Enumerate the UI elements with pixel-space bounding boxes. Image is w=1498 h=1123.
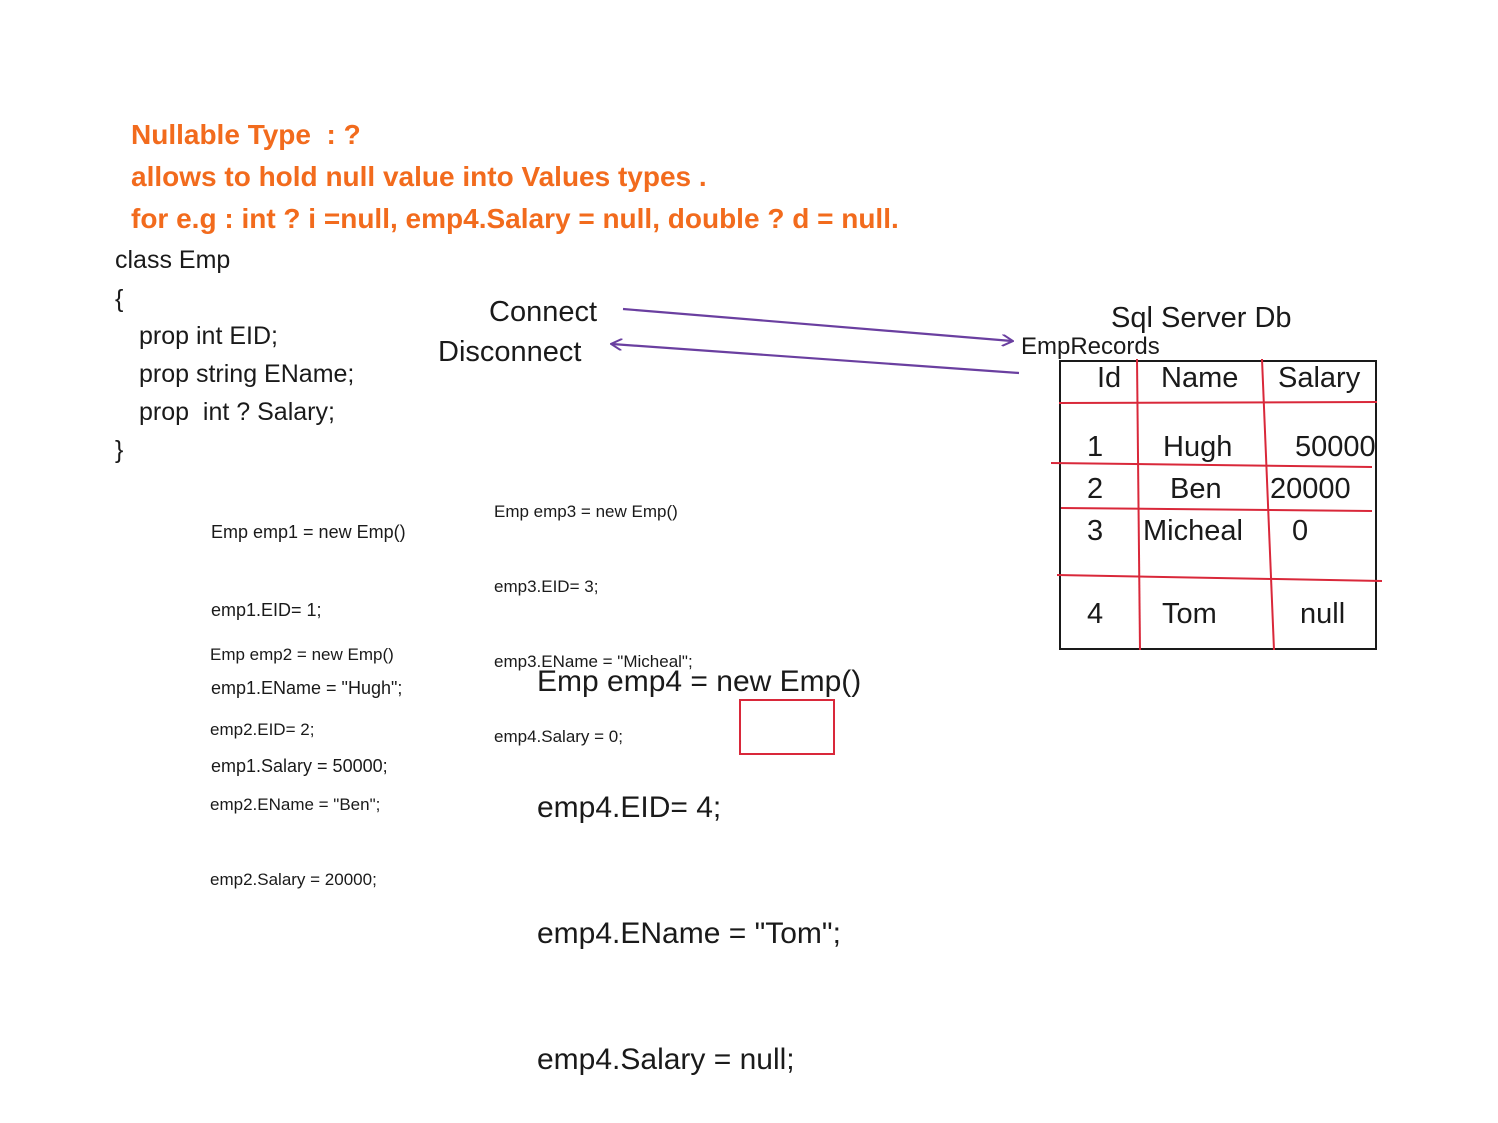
emp1-line-3: emp1.EName = "Hugh"; xyxy=(211,678,403,698)
class-close-brace: } xyxy=(115,436,124,464)
table-name: EmpRecords xyxy=(1021,333,1160,360)
table-cell-salary: 20000 xyxy=(1270,473,1351,505)
emp3-line-1: Emp emp3 = new Emp() xyxy=(494,502,678,521)
emp4-line-3: emp4.EName = "Tom"; xyxy=(537,917,841,950)
connect-label: Connect xyxy=(489,296,598,328)
heading-line-3: for e.g : int ? i =null, emp4.Salary = n… xyxy=(131,203,899,234)
emp4-line-2: emp4.EID= 4; xyxy=(537,791,722,824)
emp4-salary-prefix: emp4.Salary = xyxy=(537,1043,740,1076)
table-cell-id: 3 xyxy=(1087,515,1104,547)
table-header-id: Id xyxy=(1097,362,1122,394)
emp1-code-block: Emp emp1 = new Emp() emp1.EID= 1; emp1.E… xyxy=(211,467,406,805)
emp2-line-3: emp2.EName = "Ben"; xyxy=(210,795,381,814)
emp1-line-1: Emp emp1 = new Emp() xyxy=(211,522,406,542)
emp2-line-1: Emp emp2 = new Emp() xyxy=(210,645,394,664)
class-prop-salary: prop int ? Salary; xyxy=(139,398,335,426)
table-cell-id: 2 xyxy=(1087,473,1104,505)
emp2-line-2: emp2.EID= 2; xyxy=(210,720,315,739)
disconnect-label: Disconnect xyxy=(438,336,582,368)
table-cell-salary: 50000 xyxy=(1295,431,1376,463)
emp3-line-2: emp3.EID= 3; xyxy=(494,577,599,596)
emp1-line-2: emp1.EID= 1; xyxy=(211,600,322,620)
emp1-line-4: emp1.Salary = 50000; xyxy=(211,756,388,776)
emp3-code-block: Emp emp3 = new Emp() emp3.EID= 3; emp3.E… xyxy=(494,449,693,774)
table-cell-name: Ben xyxy=(1170,473,1222,505)
class-prop-ename: prop string EName; xyxy=(139,360,355,388)
emp4-null-value: null; xyxy=(739,1043,795,1076)
connect-arrow xyxy=(622,307,1012,341)
emp3-line-3: emp3.EName = "Micheal"; xyxy=(494,652,693,671)
class-prop-eid: prop int EID; xyxy=(139,322,278,350)
emp2-code-block: Emp emp2 = new Emp() emp2.EID= 2; emp2.E… xyxy=(210,592,394,917)
heading-line-2: allows to hold null value into Values ty… xyxy=(131,161,707,192)
table-header-name: Name xyxy=(1161,362,1239,394)
table-cell-name: Tom xyxy=(1162,598,1217,630)
emp3-line-4: emp4.Salary = 0; xyxy=(494,727,623,746)
table-cell-salary: null xyxy=(1300,598,1346,630)
emp2-line-4: emp2.Salary = 20000; xyxy=(210,870,377,889)
disconnect-arrow xyxy=(612,344,1020,375)
null-highlight-box xyxy=(739,699,835,755)
table-cell-name: Hugh xyxy=(1163,431,1233,463)
table-cell-salary: 0 xyxy=(1292,515,1309,547)
class-declaration: class Emp xyxy=(115,246,231,274)
table-cell-id: 1 xyxy=(1087,431,1104,463)
table-cell-name: Micheal xyxy=(1143,515,1243,547)
table-cell-id: 4 xyxy=(1087,598,1104,630)
heading-line-1: Nullable Type : ? xyxy=(131,119,361,150)
emp-records-table: Id Name Salary 1 Hugh 50000 2 Ben 20000 … xyxy=(1059,360,1377,650)
emp4-code-block: Emp emp4 = new Emp() emp4.EID= 4; emp4.E… xyxy=(537,577,861,1123)
emp4-line-4: emp4.Salary = null; xyxy=(537,1039,861,1081)
db-title: Sql Server Db xyxy=(1111,302,1292,334)
emp4-line-1: Emp emp4 = new Emp() xyxy=(537,665,862,698)
table-header-salary: Salary xyxy=(1278,362,1361,394)
class-open-brace: { xyxy=(115,285,124,313)
